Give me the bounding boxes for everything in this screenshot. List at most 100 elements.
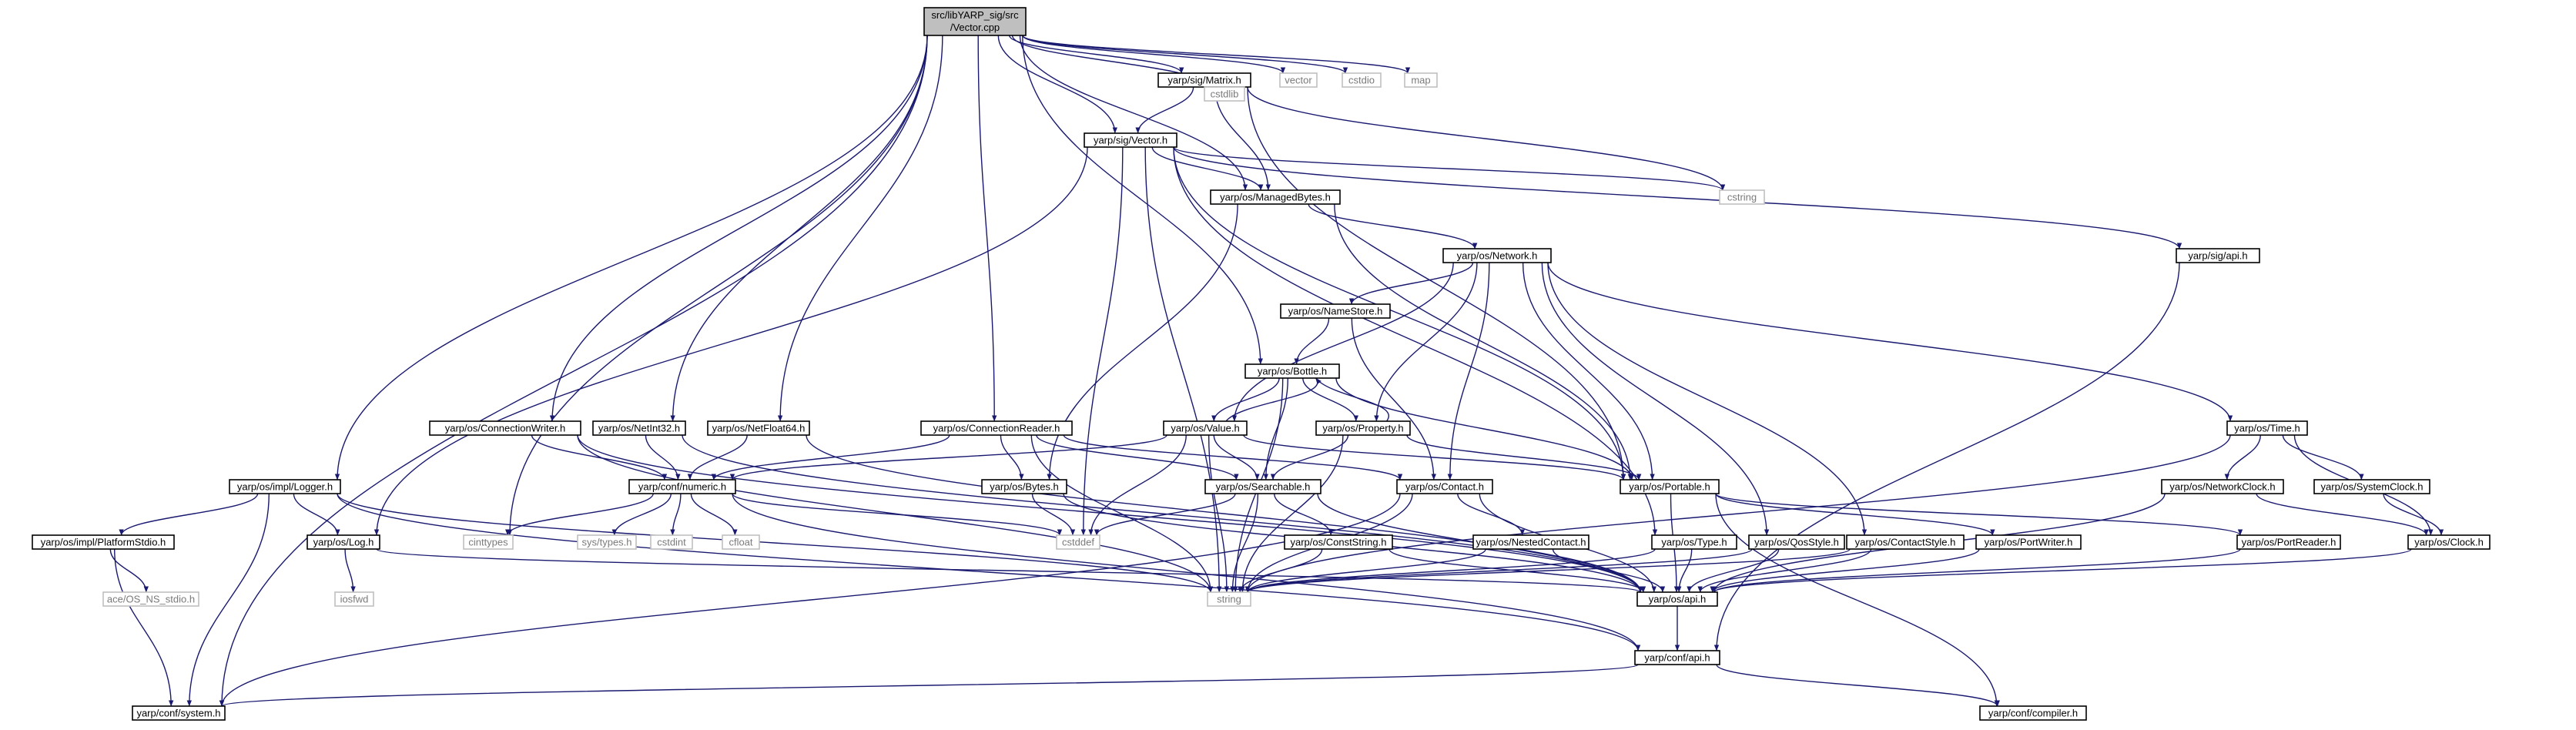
edge-searchable-h-to-string: [1230, 493, 1259, 593]
node-systemclock-h[interactable]: yarp/os/SystemClock.h: [2313, 479, 2430, 494]
edge-bottle-h-to-property-h: [1302, 377, 1358, 422]
node-box: [1651, 534, 1737, 550]
edge-nestedcontact-h-to-os-api-h: [1552, 548, 1666, 593]
node-box: [1748, 534, 1845, 550]
edge-portable-h-to-portreader-h: [1715, 493, 2243, 536]
edge-root-to-bottle-h: [1022, 35, 1263, 365]
node-label: yarp/os/impl/Logger.h: [237, 481, 333, 493]
node-conf-api-h[interactable]: yarp/conf/api.h: [1634, 650, 1720, 665]
node-box: [429, 420, 581, 436]
edge-numeric-h-to-cstdint: [670, 493, 682, 536]
edge-numeric-h-to-systypes-h: [611, 493, 672, 536]
node-compiler-h[interactable]: yarp/conf/compiler.h: [1979, 705, 2087, 721]
node-label: yarp/os/Portable.h: [1629, 481, 1710, 493]
node-box: [463, 534, 514, 550]
node-value-h[interactable]: yarp/os/Value.h: [1163, 420, 1248, 436]
node-conststring-h[interactable]: yarp/os/ConstString.h: [1284, 534, 1393, 550]
node-label: yarp/os/Log.h: [313, 537, 374, 548]
node-label: yarp/sig/api.h: [2188, 250, 2247, 262]
edge-root-to-cstdio: [1022, 35, 1348, 74]
edge-bottle-h-to-value-h: [1211, 377, 1280, 422]
edge-netint32-h-to-numeric-h: [645, 434, 681, 481]
node-box: [2313, 479, 2430, 494]
node-system-h[interactable]: yarp/conf/system.h: [132, 705, 226, 721]
node-box: [334, 591, 374, 607]
edge-qosstyle-h-to-string: [1244, 548, 1753, 593]
edge-nestedcontact-h-to-string: [1244, 548, 1486, 593]
node-type-h[interactable]: yarp/os/Type.h: [1651, 534, 1737, 550]
node-log-h[interactable]: yarp/os/Log.h: [307, 534, 380, 550]
node-cstdlib: cstdlib: [1204, 86, 1245, 102]
node-matrix-h[interactable]: yarp/sig/Matrix.h: [1157, 72, 1251, 88]
node-qosstyle-h[interactable]: yarp/os/QosStyle.h: [1748, 534, 1845, 550]
edge-portable-h-to-portwriter-h: [1715, 493, 1995, 536]
edge-portwriter-h-to-os-api-h: [1710, 548, 1980, 593]
node-root-file[interactable]: src/libYARP_sig/src /Vector.cpp: [923, 7, 1027, 36]
node-netint32-h[interactable]: yarp/os/NetInt32.h: [592, 420, 686, 436]
edge-contact-h-to-nestedcontact-h: [1457, 493, 1525, 536]
node-label: yarp/os/Property.h: [1322, 423, 1403, 434]
node-time-h[interactable]: yarp/os/Time.h: [2226, 420, 2308, 436]
node-clock-h[interactable]: yarp/os/Clock.h: [2407, 534, 2491, 550]
edge-root-to-map: [1022, 35, 1411, 74]
node-vector-h[interactable]: yarp/sig/Vector.h: [1084, 132, 1177, 148]
edge-log-h-to-os-api-h: [376, 548, 1643, 593]
node-connectionwriter-h[interactable]: yarp/os/ConnectionWriter.h: [429, 420, 581, 436]
node-portable-h[interactable]: yarp/os/Portable.h: [1620, 479, 1720, 494]
edge-conf-api-h-to-system-h: [219, 664, 1639, 707]
edge-type-h-to-os-api-h: [1677, 548, 1693, 593]
edge-type-h-to-string: [1244, 548, 1656, 593]
node-contactstyle-h[interactable]: yarp/os/ContactStyle.h: [1846, 534, 1965, 550]
node-box: [722, 534, 760, 550]
node-sig-api-h[interactable]: yarp/sig/api.h: [2176, 248, 2260, 263]
node-box: [1404, 72, 1438, 88]
edge-searchable-h-to-cstddef: [1094, 493, 1236, 536]
edge-network-h-to-time-h: [1547, 262, 2233, 422]
node-box: [1979, 705, 2087, 721]
node-label: yarp/os/ConnectionWriter.h: [445, 423, 566, 434]
node-label: string: [1217, 594, 1241, 605]
node-namestore-h[interactable]: yarp/os/NameStore.h: [1280, 303, 1391, 319]
node-logger-h[interactable]: yarp/os/impl/Logger.h: [229, 479, 341, 494]
node-box: [1204, 479, 1321, 494]
node-managedbytes-h[interactable]: yarp/os/ManagedBytes.h: [1210, 189, 1341, 205]
node-portwriter-h[interactable]: yarp/os/PortWriter.h: [1975, 534, 2082, 550]
edge-connectionwriter-h-to-string: [577, 434, 1214, 593]
edge-conststring-h-to-os-api-h: [1388, 548, 1646, 593]
node-label: yarp/conf/api.h: [1644, 652, 1710, 664]
edge-portreader-h-to-os-api-h: [1712, 548, 2241, 593]
node-contact-h[interactable]: yarp/os/Contact.h: [1396, 479, 1493, 494]
node-nestedcontact-h[interactable]: yarp/os/NestedContact.h: [1472, 534, 1589, 550]
node-property-h[interactable]: yarp/os/Property.h: [1315, 420, 1411, 436]
node-network-h[interactable]: yarp/os/Network.h: [1442, 248, 1552, 263]
edge-systemclock-h-to-clock-h: [2383, 493, 2444, 536]
node-platformstdio-h[interactable]: yarp/os/impl/PlatformStdio.h: [32, 534, 175, 550]
node-searchable-h[interactable]: yarp/os/Searchable.h: [1204, 479, 1321, 494]
node-connectionreader-h[interactable]: yarp/os/ConnectionReader.h: [920, 420, 1073, 436]
edge-network-h-to-contact-h: [1447, 262, 1490, 481]
edge-bytes-h-to-cstddef: [1031, 493, 1076, 536]
node-os-api-h[interactable]: yarp/os/api.h: [1636, 591, 1718, 607]
node-box: [1315, 420, 1411, 436]
node-label: cstdint: [657, 537, 686, 548]
node-box: [2236, 534, 2341, 550]
node-vector: vector: [1279, 72, 1318, 88]
node-box: [1284, 534, 1393, 550]
node-label: map: [1411, 75, 1430, 86]
node-box: [32, 534, 175, 550]
node-label: yarp/os/NetworkClock.h: [2169, 481, 2275, 493]
edge-property-h-to-searchable-h: [1270, 434, 1349, 481]
node-networkclock-h[interactable]: yarp/os/NetworkClock.h: [2161, 479, 2284, 494]
edge-matrix-h-to-managedbytes-h: [1214, 86, 1271, 191]
node-bytes-h[interactable]: yarp/os/Bytes.h: [981, 479, 1067, 494]
node-bottle-h[interactable]: yarp/os/Bottle.h: [1244, 363, 1340, 379]
node-netfloat64-h[interactable]: yarp/os/NetFloat64.h: [707, 420, 810, 436]
edge-bottle-h-to-searchable-h: [1263, 377, 1288, 481]
edge-root-to-connectionwriter-h: [549, 35, 928, 422]
edge-managedbytes-h-to-portable-h: [1334, 203, 1633, 481]
node-portreader-h[interactable]: yarp/os/PortReader.h: [2236, 534, 2341, 550]
node-label: yarp/os/ConstString.h: [1290, 537, 1386, 548]
node-numeric-h[interactable]: yarp/conf/numeric.h: [628, 479, 736, 494]
node-map: map: [1404, 72, 1438, 88]
node-box: [1636, 591, 1718, 607]
